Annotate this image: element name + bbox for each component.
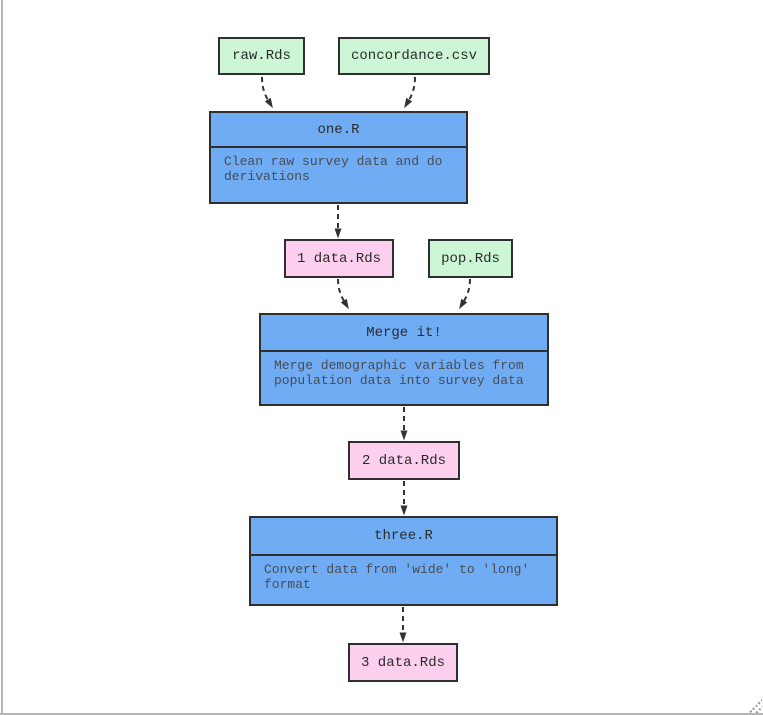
node-label: 2 data.Rds [361, 452, 446, 469]
node-three-r[interactable]: three.R Convert data from 'wide' to 'lon… [249, 516, 558, 606]
node-title: three.R [251, 518, 556, 556]
node-title: one.R [211, 113, 466, 148]
node-label: raw.Rds [232, 48, 291, 64]
node-1-data-rds[interactable]: 1 data.Rds [284, 239, 394, 278]
node-one-r[interactable]: one.R Clean raw survey data and do deriv… [209, 111, 468, 204]
node-title: Merge it! [261, 315, 547, 352]
node-pop-rds[interactable]: pop.Rds [428, 239, 513, 278]
node-label: 3 data.Rds [360, 654, 445, 671]
node-description: Convert data from 'wide' to 'long' forma… [264, 562, 530, 592]
node-raw-rds[interactable]: raw.Rds [218, 37, 305, 75]
resize-grip[interactable] [748, 699, 762, 713]
node-label: pop.Rds [441, 250, 500, 267]
edge-data1-to-merge [337, 278, 349, 310]
edge-concordance-to-one [404, 76, 416, 109]
node-concordance-csv[interactable]: concordance.csv [338, 37, 490, 75]
edge-pop-to-merge [459, 278, 471, 310]
node-label: concordance.csv [350, 48, 478, 64]
node-2-data-rds[interactable]: 2 data.Rds [348, 441, 460, 480]
edge-raw-to-one [261, 76, 273, 109]
pane-left-border [1, 0, 3, 715]
node-description: Merge demographic variables from populat… [274, 358, 524, 388]
node-description: Clean raw survey data and do derivations [224, 154, 443, 184]
node-3-data-rds[interactable]: 3 data.Rds [348, 643, 458, 682]
node-label: 1 data.Rds [296, 250, 381, 267]
node-merge-it[interactable]: Merge it! Merge demographic variables fr… [259, 313, 549, 406]
pane-bottom-border [0, 713, 763, 715]
